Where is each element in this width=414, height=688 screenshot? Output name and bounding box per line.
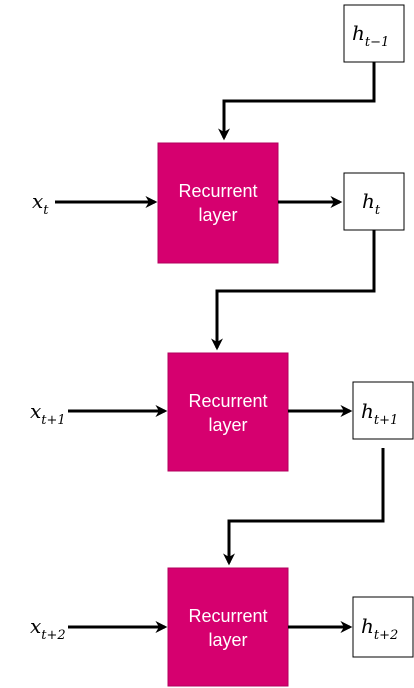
hidden-state-prev-box bbox=[343, 4, 405, 63]
recurrent-layer-1 bbox=[157, 142, 279, 264]
recurrent-connection-2 bbox=[211, 230, 376, 351]
recurrent-layer-1-label-line2: layer bbox=[198, 205, 237, 225]
recurrent-layer-2-label-line1: Recurrent bbox=[188, 391, 267, 411]
input-label-1: xt bbox=[32, 189, 49, 218]
recurrent-layer-3-label-line1: Recurrent bbox=[188, 606, 267, 626]
input-label-3: xt+2 bbox=[30, 614, 66, 643]
recurrent-connection-3 bbox=[223, 448, 385, 566]
recurrent-layer-3 bbox=[167, 567, 289, 687]
hidden-state-label-3: ht+2 bbox=[361, 614, 398, 643]
recurrent-layer-2 bbox=[167, 352, 289, 472]
hidden-state-label-2: ht+1 bbox=[361, 399, 398, 428]
recurrent-layer-2-label-line2: layer bbox=[208, 415, 247, 435]
hidden-state-prev-label: ht−1 bbox=[352, 21, 389, 50]
hidden-state-box-2 bbox=[352, 381, 414, 440]
hidden-state-label-1: ht bbox=[362, 189, 381, 218]
recurrent-layer-3-label-line2: layer bbox=[208, 630, 247, 650]
recurrent-connection-1 bbox=[218, 62, 376, 141]
input-label-2: xt+1 bbox=[30, 399, 66, 428]
recurrent-layer-1-label-line1: Recurrent bbox=[178, 181, 257, 201]
hidden-state-box-3 bbox=[352, 596, 414, 658]
